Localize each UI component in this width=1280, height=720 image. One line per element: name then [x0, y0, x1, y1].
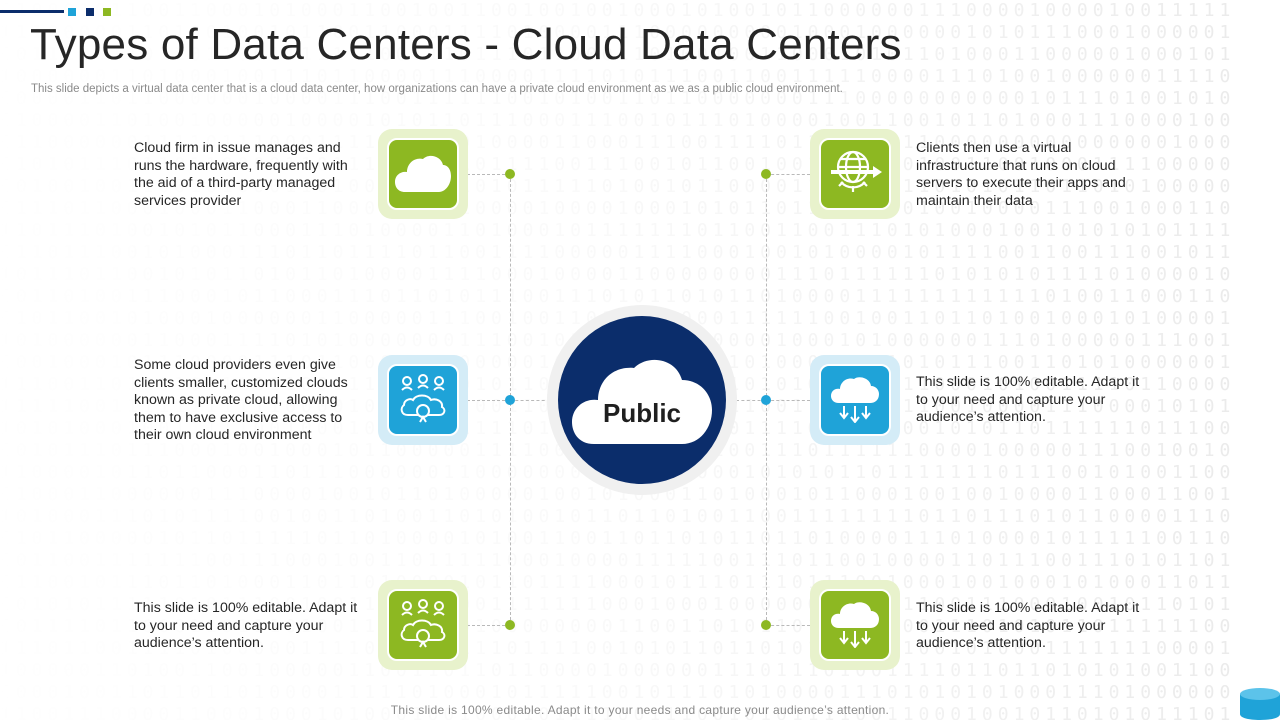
accent-square-navy — [86, 8, 94, 16]
item-text-6: This slide is 100% editable. Adapt it to… — [916, 600, 1140, 651]
binary-row: 0110111001010001110110111101100111100000… — [0, 242, 1236, 263]
item-text-1: Cloud firm in issue manages and runs the… — [134, 140, 348, 209]
binary-row: 1101110100101011000111010000110100010111… — [0, 220, 1236, 241]
connector-branch — [766, 625, 810, 626]
binary-row: 0101100000101101111101101000010100110011… — [0, 528, 1236, 549]
item-text-2: Some cloud providers even give clients s… — [134, 357, 348, 443]
connector-branch — [766, 174, 810, 175]
center-label: Public — [602, 398, 681, 428]
connector-dot — [505, 620, 515, 630]
cloud-icon — [395, 155, 451, 192]
binary-row: 0100010110011000101000110010011001001001… — [0, 0, 1236, 21]
accent-square-blue — [68, 8, 76, 16]
binary-row: 1000001101001100100000110011011011000010… — [0, 660, 1236, 681]
accent-line — [0, 10, 64, 13]
connector-dot — [505, 169, 515, 179]
connector-dot — [761, 620, 771, 630]
binary-row: 0011001111111001110001001101111100010000… — [0, 550, 1236, 571]
item-text-4: Clients then use a virtual infrastructur… — [916, 140, 1126, 209]
cloud-download-icon — [831, 377, 879, 423]
center-disc: Public — [558, 316, 726, 484]
database-icon — [1240, 688, 1280, 720]
accent-square-green — [103, 8, 111, 16]
binary-row: 1011101100101011010110100001111000100001… — [0, 264, 1236, 285]
binary-row: 0000100110110110100001111101000101111100… — [0, 682, 1236, 703]
icon-tile-1 — [378, 129, 468, 219]
icon-tile-5 — [810, 355, 900, 445]
connector-branch — [510, 400, 550, 401]
item-text-5: This slide is 100% editable. Adapt it to… — [916, 374, 1140, 425]
binary-row: 1010001110101111001001101001101010010110… — [0, 506, 1236, 527]
connector-branch — [766, 400, 810, 401]
cloud-icon — [572, 359, 712, 444]
globe-gear-icon — [831, 150, 882, 192]
page-title: Types of Data Centers - Cloud Data Cente… — [30, 20, 902, 69]
connector-branch — [467, 625, 510, 626]
icon-tile-6 — [810, 580, 900, 670]
icon-tile-2 — [378, 355, 468, 445]
connector-dot — [761, 169, 771, 179]
icon-tile-4 — [810, 129, 900, 219]
icon-tile-3 — [378, 580, 468, 670]
connector-dot — [505, 395, 515, 405]
binary-row: 0100001101001000001000010101101110001110… — [0, 110, 1236, 131]
item-text-3: This slide is 100% editable. Adapt it to… — [134, 600, 358, 651]
connector-branch — [467, 174, 510, 175]
page-subtitle: This slide depicts a virtual data center… — [31, 83, 843, 95]
connector-dot — [761, 395, 771, 405]
connector-branch — [467, 400, 510, 401]
center-circle: Public — [547, 305, 737, 495]
cloud-users-icon — [400, 374, 446, 423]
connector-branch — [736, 400, 766, 401]
footer-note: This slide is 100% editable. Adapt it to… — [390, 703, 890, 717]
binary-row: 0110010111011010001101101000010110111100… — [0, 572, 1236, 593]
cloud-users-icon — [400, 599, 446, 648]
cloud-download-icon — [831, 602, 879, 648]
